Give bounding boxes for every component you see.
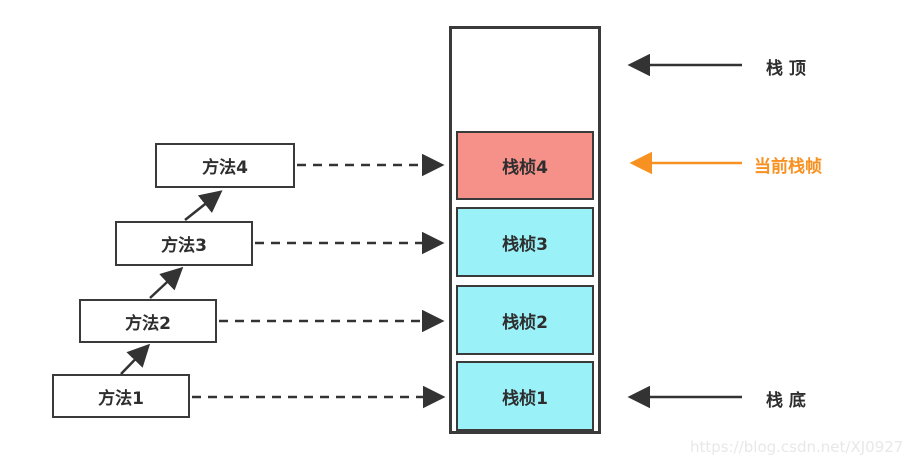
dashed-arrows [192,153,446,409]
arrow-method2-to-method3 [149,266,184,299]
arrow-method1-to-method2 [120,343,151,375]
method-label: 方法4 [202,158,248,178]
frame-label: 栈桢2 [502,312,548,333]
method-label: 方法2 [125,313,171,334]
method-box-4: 方法4 [155,143,295,188]
stack-top-label: 栈 顶 [766,59,806,79]
current-frame-label: 当前栈帧 [754,157,822,177]
stack-frame-1: 栈桢1 [456,361,594,431]
stack-frame-3: 栈桢3 [456,207,594,277]
watermark-url: https://blog.csdn.net/XJ0927 [690,438,902,456]
method-box-1: 方法1 [52,374,190,418]
method-label: 方法3 [161,236,207,256]
frame-label: 栈桢3 [502,234,548,255]
arrow-method3-to-method4 [184,190,223,221]
stack-bottom-label: 栈 底 [766,391,806,411]
annotation-arrows [627,53,742,409]
method-label: 方法1 [98,388,144,409]
frame-label: 栈桢4 [502,158,548,178]
stack-frame-2: 栈桢2 [456,285,594,355]
method-box-2: 方法2 [79,299,217,343]
stack-frame-4-current: 栈桢4 [456,131,594,200]
method-box-3: 方法3 [115,221,253,266]
frame-label: 栈桢1 [502,388,548,409]
